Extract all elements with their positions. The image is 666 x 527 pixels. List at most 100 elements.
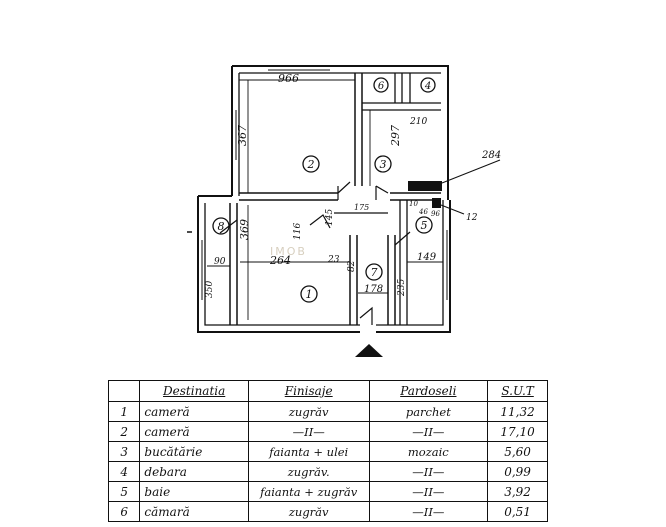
room-circle-4 — [420, 77, 436, 93]
leader-line-284 — [441, 159, 501, 184]
table-row: 1 cameră zugrăv parchet 11,32 — [107, 401, 548, 422]
room-circle-1 — [300, 285, 318, 303]
room-circle-6 — [373, 77, 389, 93]
column-block — [432, 198, 441, 208]
room-circle-3 — [374, 155, 392, 173]
table-row: 6 cămară zugrăv —II— 0,51 — [107, 501, 548, 522]
dim-room2-height: 367 — [236, 125, 249, 146]
row-sut: 5,60 — [487, 441, 548, 462]
row-destinatia: debara — [139, 461, 249, 482]
dim-top-width: 966 — [278, 72, 299, 85]
dim-room1-small: 116 — [293, 223, 303, 240]
dim-label-12: 12 — [466, 213, 478, 223]
dim-hall-width: 178 — [364, 284, 383, 295]
dim-label-284: 284 — [481, 150, 501, 161]
dim-hall-top: 175 — [354, 203, 369, 212]
room-number-6: 6 — [378, 81, 385, 92]
room-number-3: 3 — [380, 158, 387, 171]
dim-room3-height: 297 — [389, 125, 402, 147]
room-circle-8 — [212, 217, 230, 235]
row-finisaje: faianta + zugrăv — [247, 481, 370, 502]
room-number-5: 5 — [421, 219, 428, 232]
rooms-table: Destinatia Finisaje Pardoseli S.U.T 1 ca… — [107, 380, 548, 527]
row-destinatia: baie — [139, 481, 249, 502]
row-destinatia: cămară — [139, 501, 249, 522]
table-row: 5 baie faianta + zugrăv —II— 3,92 — [107, 481, 548, 502]
row-finisaje: zugrăv — [247, 501, 370, 522]
row-destinatia: cameră — [139, 401, 249, 422]
row-pardoseli: —II— — [368, 421, 489, 442]
dim-label-10: 10 — [409, 200, 418, 208]
table-header-row: Destinatia Finisaje Pardoseli S.U.T — [107, 380, 548, 402]
row-finisaje: zugrăv — [247, 401, 370, 422]
row-destinatia: cameră — [139, 421, 249, 442]
dim-room1-width: 264 — [269, 254, 291, 267]
wall-room2-bottom — [239, 192, 338, 201]
leader-line-12 — [440, 204, 465, 215]
dim-room8-height: 350 — [205, 281, 215, 298]
wall-bath — [399, 200, 408, 325]
header-finisaje: Finisaje — [247, 380, 370, 402]
watermark-logo: IMOB — [270, 245, 307, 258]
wall-room8 — [229, 203, 238, 325]
door-swing-6 — [394, 231, 411, 246]
header-number — [107, 380, 141, 402]
room-number-4: 4 — [424, 81, 431, 92]
row-destinatia: bucătărie — [139, 441, 249, 462]
table-row: 4 debara zugrăv. —II— 0,99 — [107, 461, 548, 482]
door-swing-1 — [337, 181, 351, 200]
room-circle-2 — [302, 155, 320, 173]
wall-room2-room3 — [354, 73, 363, 186]
wall-small-rooms — [362, 73, 441, 111]
header-pardoseli: Pardoseli — [368, 380, 489, 402]
header-sut: S.U.T — [487, 380, 548, 402]
row-finisaje: zugrăv. — [247, 461, 370, 482]
row-pardoseli: mozaic — [368, 441, 489, 462]
room-circle-7 — [365, 263, 383, 281]
row-finisaje: faianta + ulei — [247, 441, 370, 462]
outer-wall-upper — [231, 65, 449, 200]
room-number-7: 7 — [371, 266, 378, 279]
window-lower-left — [197, 240, 203, 300]
row-pardoseli: —II— — [368, 481, 489, 502]
row-number: 3 — [107, 441, 141, 462]
row-number: 4 — [107, 461, 141, 482]
row-sut: 0,99 — [487, 461, 548, 482]
room-number-1: 1 — [306, 288, 313, 301]
row-pardoseli: parchet — [368, 401, 489, 422]
window-top — [268, 65, 330, 71]
row-sut: 11,32 — [487, 401, 548, 422]
dim-hall-small: 82 — [347, 260, 357, 272]
wall-room1-right — [349, 235, 358, 325]
dim-label-23: 23 — [327, 255, 340, 265]
row-sut: 3,92 — [487, 481, 548, 502]
row-number: 2 — [107, 421, 141, 442]
row-number: 5 — [107, 481, 141, 502]
table-row: 2 cameră —II— —II— 17,10 — [107, 421, 548, 442]
dim-room3-width: 210 — [409, 117, 427, 127]
row-number: 1 — [107, 401, 141, 422]
rooms-table-grid: Destinatia Finisaje Pardoseli S.U.T 1 ca… — [107, 380, 548, 522]
dim-label-96: 96 — [431, 210, 440, 218]
row-pardoseli: —II— — [368, 501, 489, 522]
boiler-block — [408, 181, 442, 191]
window-left — [231, 110, 237, 160]
floor-plan-drawing: 1 2 3 4 5 6 7 8 966 367 297 210 284 369 … — [187, 65, 501, 357]
door-swing-3 — [309, 214, 331, 229]
floor-plan: 1 2 3 4 5 6 7 8 966 367 297 210 284 369 … — [187, 65, 501, 357]
dim-bath-height: 235 — [397, 279, 407, 297]
dim-hall-small2: 145 — [325, 209, 335, 226]
dim-room1-height: 369 — [238, 219, 251, 240]
room-number-2: 2 — [307, 158, 315, 171]
dim-label-46: 46 — [418, 208, 428, 216]
row-finisaje: —II— — [247, 421, 370, 442]
entrance-arrow — [355, 344, 383, 357]
room-number-8: 8 — [218, 220, 225, 233]
dim-bath-width: 149 — [417, 252, 437, 263]
row-sut: 17,10 — [487, 421, 548, 442]
outer-wall-upper-inner — [238, 72, 441, 196]
door-swing-2 — [375, 185, 389, 200]
door-swing-4 — [359, 306, 373, 325]
row-sut: 0,51 — [487, 501, 548, 522]
room-circle-5 — [415, 216, 433, 234]
